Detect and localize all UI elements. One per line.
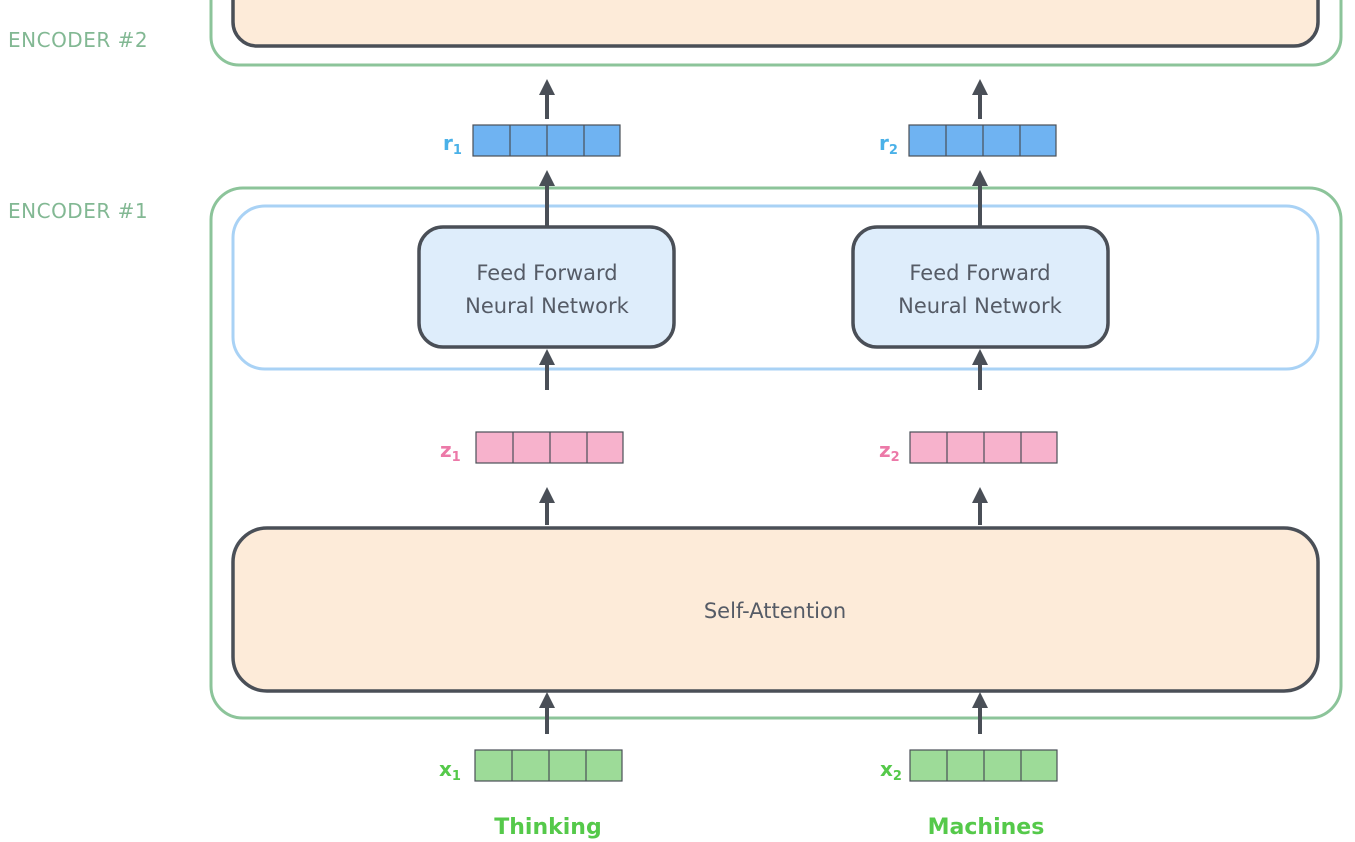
vector-r1-label: r1 xyxy=(443,131,462,158)
ffnn-1-line1: Feed Forward xyxy=(476,261,617,285)
word-machines: Machines xyxy=(928,815,1045,840)
vector-x1 xyxy=(474,749,623,782)
ffnn-2-line2: Neural Network xyxy=(898,294,1062,318)
arrow-icon xyxy=(539,170,555,227)
vector-z1 xyxy=(475,431,624,464)
arrow-icon xyxy=(972,692,988,734)
vector-z1-label: z1 xyxy=(440,438,461,465)
arrow-icon xyxy=(539,487,555,525)
self-attention-box: Self-Attention xyxy=(231,526,1320,693)
arrow-icon xyxy=(539,692,555,734)
arrow-icon xyxy=(972,349,988,390)
encoder-2 xyxy=(209,0,1343,67)
arrow-icon xyxy=(972,487,988,525)
self-attention-label: Self-Attention xyxy=(704,599,846,623)
word-thinking: Thinking xyxy=(494,815,601,840)
vector-r2-label: r2 xyxy=(879,131,898,158)
arrows xyxy=(539,79,988,734)
arrow-icon xyxy=(539,349,555,390)
arrow-icon xyxy=(972,79,988,119)
ffnn-1-line2: Neural Network xyxy=(465,294,629,318)
vector-r1 xyxy=(472,124,621,157)
vector-r2 xyxy=(908,124,1057,157)
ffnn-box-1: Feed Forward Neural Network xyxy=(417,225,676,349)
vector-z2-label: z2 xyxy=(879,438,900,465)
vector-x2-label: x2 xyxy=(880,757,902,784)
encoder-2-inner-block xyxy=(231,0,1320,48)
vector-x1-label: x1 xyxy=(439,757,461,784)
ffnn-box-2: Feed Forward Neural Network xyxy=(851,225,1110,349)
vector-z2 xyxy=(909,431,1058,464)
vector-x2 xyxy=(909,749,1058,782)
encoder-1-label: ENCODER #1 xyxy=(8,199,148,223)
arrow-icon xyxy=(972,170,988,227)
ffnn-2-line1: Feed Forward xyxy=(909,261,1050,285)
encoder-2-label: ENCODER #2 xyxy=(8,28,148,52)
ffnn-group xyxy=(231,204,1320,371)
arrow-icon xyxy=(539,79,555,119)
